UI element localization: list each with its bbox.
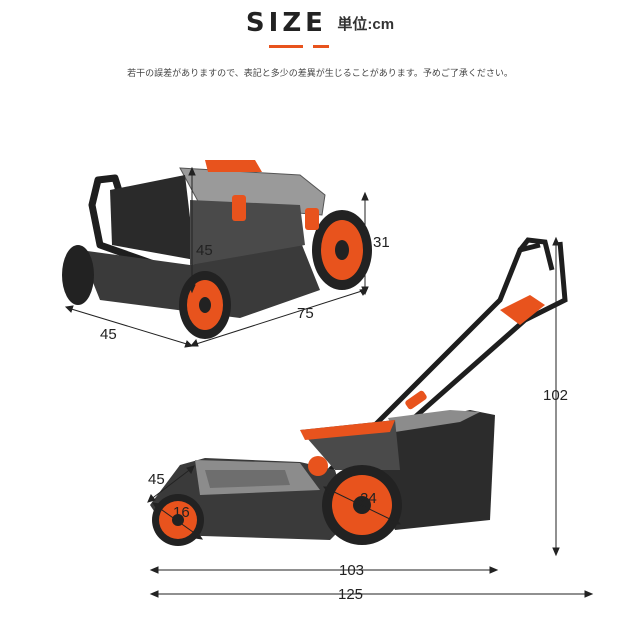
mower-front-view [62, 160, 372, 339]
height-label: 102 [543, 387, 569, 404]
top-depth-label: 75 [297, 305, 314, 322]
bottom-dimension-lines [147, 236, 594, 598]
rear-wheel-label: 24 [360, 490, 377, 507]
side-width-label: 45 [148, 471, 165, 488]
mower-side-view [150, 237, 568, 546]
top-wheel-height-label: 31 [373, 234, 390, 251]
body-length-label: 103 [339, 562, 365, 579]
unit-label: 単位:cm [337, 15, 395, 33]
unit-accent-line [313, 45, 329, 48]
disclaimer-note: 若干の誤差がありますので、表記と多少の差異が生じることがあります。予めご了承くだ… [127, 68, 513, 78]
total-length-label: 125 [338, 586, 364, 603]
header: SIZE 単位:cm [0, 8, 640, 38]
page-title: SIZE [245, 8, 327, 38]
title-accent-line [269, 45, 303, 48]
top-body-height-label: 45 [196, 242, 213, 259]
top-width-label: 45 [100, 326, 117, 343]
front-wheel-label: 16 [173, 504, 190, 521]
top-dimension-lines [64, 166, 369, 348]
